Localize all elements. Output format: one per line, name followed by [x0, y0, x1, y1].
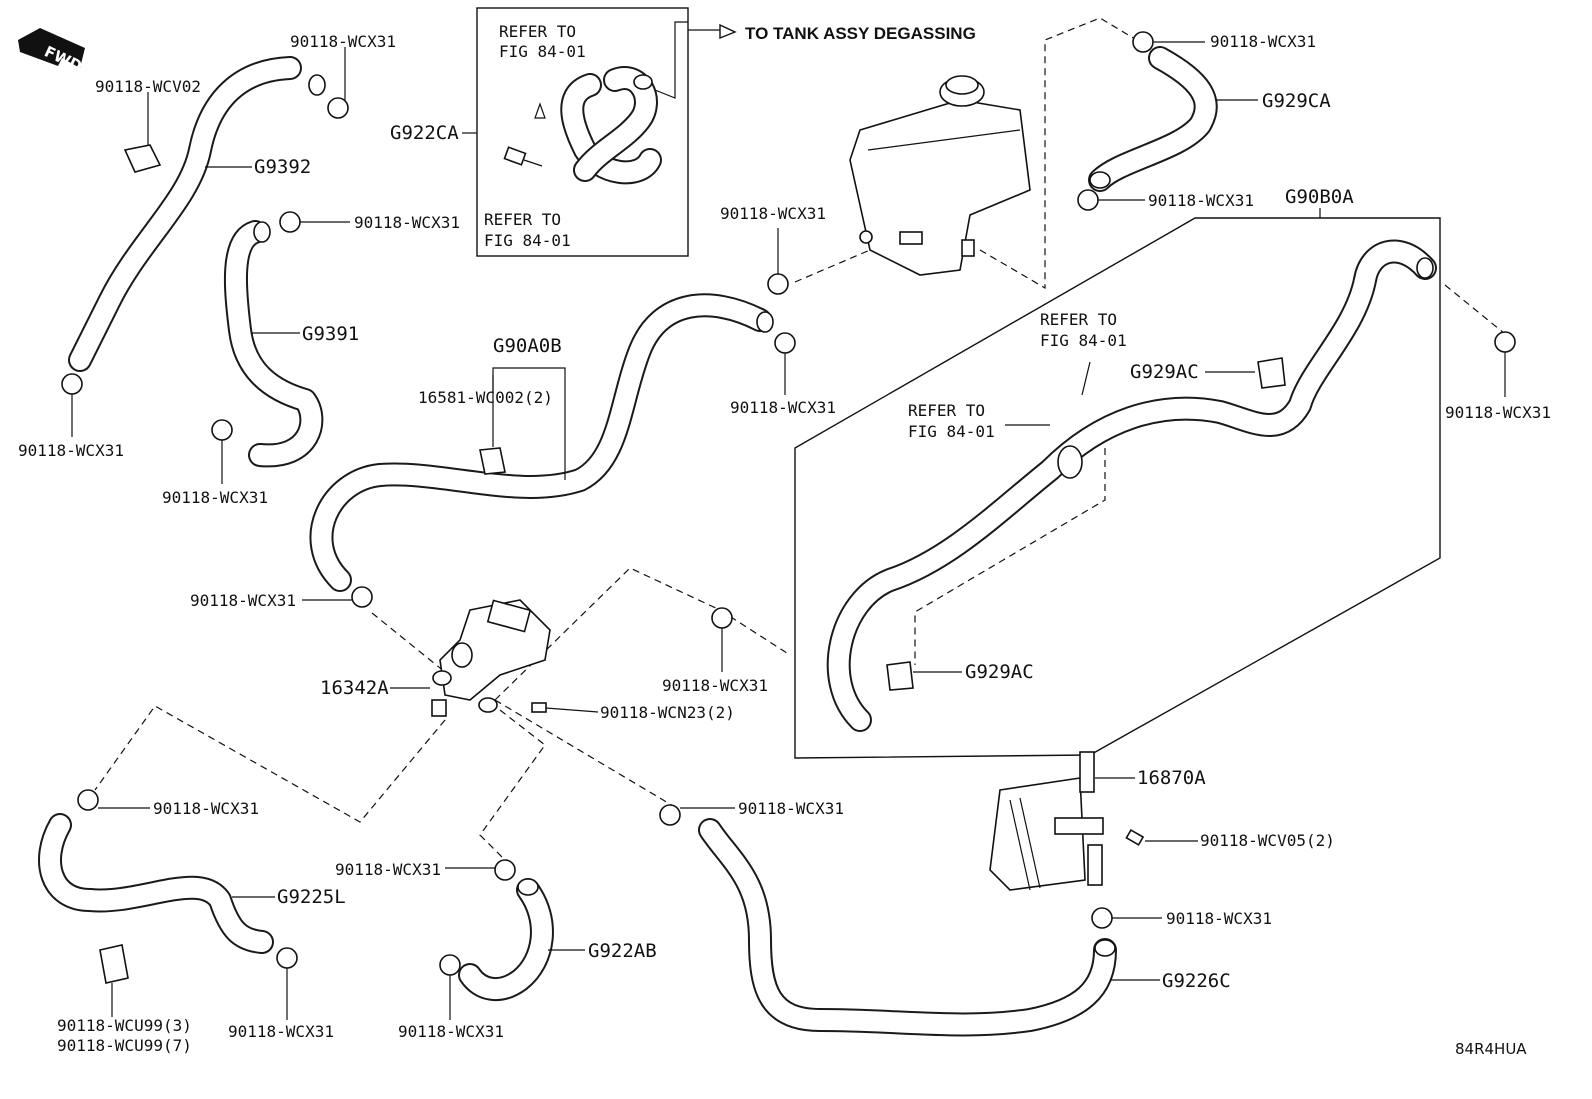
label-wcx31-13: 90118-WCX31: [228, 1022, 334, 1041]
to-tank-label: TO TANK ASSY DEGASSING: [745, 24, 976, 43]
label-wcx31-3: 90118-WCX31: [18, 441, 124, 460]
label-wcx31-11: 90118-WCX31: [1445, 403, 1551, 422]
reservoir-tank: [849, 75, 1031, 276]
clamp-icons: [61, 31, 1516, 984]
part-label-g90b0a: G90B0A: [1285, 186, 1354, 208]
water-valve-16342a: [431, 599, 551, 717]
label-wcx31-9: 90118-WCX31: [1210, 32, 1316, 51]
label-wcx31-14: 90118-WCX31: [738, 799, 844, 818]
part-label-g9225l: G9225L: [277, 886, 346, 908]
fig-label-3: FIG 84-01: [1040, 331, 1127, 350]
part-label-16342a: 16342A: [320, 677, 389, 699]
fig-label-4: FIG 84-01: [908, 422, 995, 441]
hose-g90b0a: [826, 239, 1437, 732]
arrow-icon: [719, 23, 737, 40]
part-label-g929ac-2: G929AC: [965, 661, 1034, 683]
fig-label-2: FIG 84-01: [484, 231, 571, 250]
label-wcx31-7: 90118-WCX31: [190, 591, 296, 610]
assembly-box-g90b0a: [794, 217, 1441, 759]
label-wcx31-15: 90118-WCX31: [335, 860, 441, 879]
part-label-g9226c: G9226C: [1162, 970, 1231, 992]
part-label-g929ac-1: G929AC: [1130, 361, 1199, 383]
label-wcx31-6: 90118-WCX31: [730, 398, 836, 417]
part-label-wcn23: 90118-WCN23(2): [600, 703, 735, 722]
label-wcx31-8: 90118-WCX31: [662, 676, 768, 695]
bolt-icon: [531, 702, 599, 713]
part-label-g9391: G9391: [302, 323, 359, 345]
hose-g9226c: [698, 818, 1117, 1037]
part-label-g922ca: G922CA: [390, 122, 459, 144]
part-label-16870a: 16870A: [1137, 767, 1206, 789]
fwd-arrow-icon: FWD: [18, 28, 85, 75]
part-label-wcv05: 90118-WCV05(2): [1200, 831, 1335, 850]
part-label-g929ca: G929CA: [1262, 90, 1331, 112]
bolt-icon-2: [1125, 828, 1198, 846]
label-wcx31-10: 90118-WCX31: [1148, 191, 1254, 210]
label-wcx31-12: 90118-WCX31: [153, 799, 259, 818]
part-label-g9392: G9392: [254, 156, 311, 178]
fig-label-1: FIG 84-01: [499, 42, 586, 61]
dashed-lines: [94, 17, 1511, 861]
part-label-g922ab: G922AB: [588, 940, 657, 962]
refer-to-label-1: REFER TO: [499, 22, 576, 41]
label-wcx31-5: 90118-WCX31: [720, 204, 826, 223]
label-wcu99-7: 90118-WCU99(7): [57, 1036, 192, 1055]
label-wcx31-16: 90118-WCX31: [398, 1022, 504, 1041]
hose-g9391: [223, 220, 324, 468]
label-wcv02: 90118-WCV02: [95, 77, 201, 96]
refer-to-label-2: REFER TO: [484, 210, 561, 229]
label-wcx31-17: 90118-WCX31: [1166, 909, 1272, 928]
pin-clip-icon: [534, 102, 546, 119]
hose-g929ca: [1088, 46, 1218, 192]
label-16581-wc002: 16581-WC002(2): [418, 388, 553, 407]
diagram-code: 84R4HUA: [1455, 1040, 1527, 1058]
refer-to-label-3: REFER TO: [1040, 310, 1117, 329]
label-wcx31-1: 90118-WCX31: [290, 32, 396, 51]
hose-g922ab: [458, 878, 554, 1001]
refer-to-label-4: REFER TO: [908, 401, 985, 420]
hose-g90a0b: [309, 293, 774, 592]
refer-box-top: [476, 7, 689, 257]
label-wcx31-4: 90118-WCX31: [162, 488, 268, 507]
hose-g9225l: [38, 813, 274, 954]
leader-lines: [71, 41, 1506, 1020]
label-wcu99-3: 90118-WCU99(3): [57, 1016, 192, 1035]
part-label-g90a0b: G90A0B: [493, 335, 562, 357]
heat-exchanger-16870a: [989, 751, 1104, 891]
refer-box-hoses: [560, 21, 688, 185]
sensor-icon: [503, 146, 543, 167]
label-wcx31-2: 90118-WCX31: [354, 213, 460, 232]
hose-g9392: [68, 56, 326, 372]
